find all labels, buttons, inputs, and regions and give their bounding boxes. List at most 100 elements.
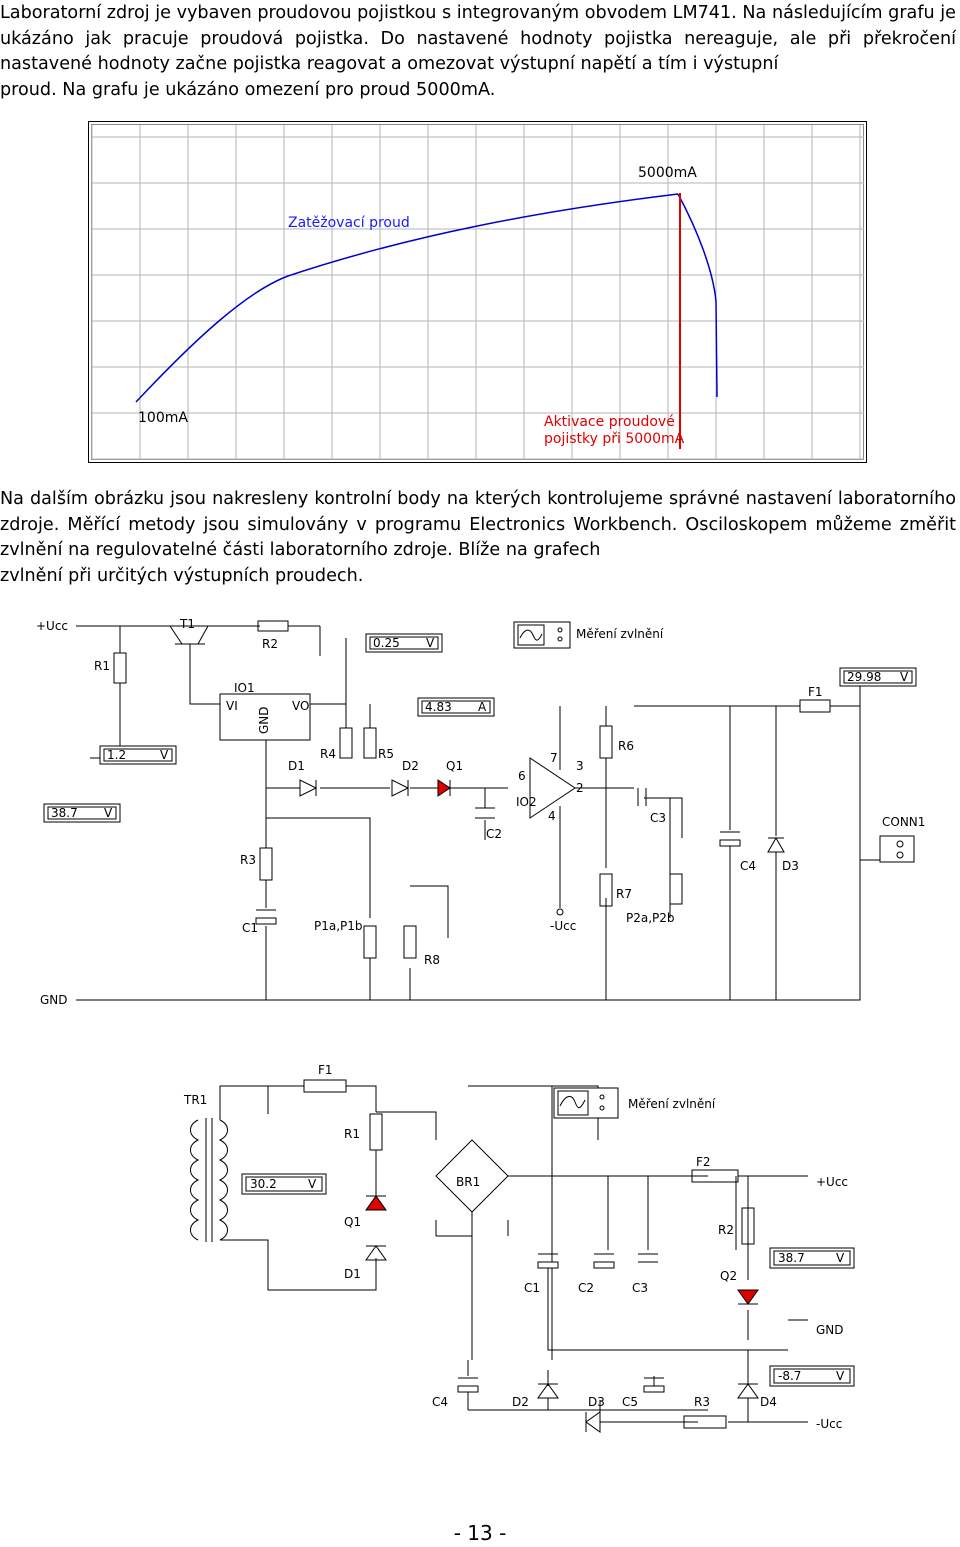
- diode-d3: [767, 836, 785, 853]
- fuse-f1: [303, 1079, 347, 1093]
- svg-text:-8.7: -8.7: [778, 1369, 801, 1383]
- resistor-r3: [683, 1415, 727, 1429]
- tr1-label: TR1: [183, 1093, 207, 1107]
- io2-pin3: 3: [576, 759, 584, 773]
- oscilloscope-2: [553, 1087, 619, 1119]
- transformer-tr1: [190, 1118, 228, 1242]
- voltmeter-2: 29.98 V: [839, 667, 917, 687]
- capacitor-c5: [643, 1377, 665, 1393]
- capacitor-c1: [255, 909, 277, 925]
- resistor-r1: [113, 652, 127, 684]
- io1-vi-label: VI: [226, 699, 238, 713]
- r5-label: R5: [378, 747, 394, 761]
- capacitor-c4: [457, 1377, 479, 1393]
- resistor-r1: [369, 1113, 383, 1151]
- c3-label: C3: [632, 1281, 648, 1295]
- activation-label-line2: pojistky při 5000mA: [544, 431, 685, 447]
- c5-label: C5: [622, 1395, 638, 1409]
- r2-label: R2: [718, 1223, 734, 1237]
- led-q1: [365, 1195, 387, 1211]
- capacitor-c4: [719, 831, 741, 847]
- conn1-label: CONN1: [882, 815, 925, 829]
- fuse-f2: [691, 1169, 739, 1183]
- graph-grid: [91, 125, 864, 460]
- rail-neg-label-2: -Ucc: [816, 1417, 842, 1431]
- load-current-curve: [135, 193, 679, 403]
- potentiometer-p1: [363, 925, 377, 959]
- wire: [76, 625, 321, 759]
- r1-label: R1: [94, 659, 110, 673]
- graph-inner-frame: [91, 124, 864, 460]
- current-limit-graph: Zatěžovací proud 100mA 5000mA Aktivace p…: [88, 121, 867, 463]
- led-q2: [737, 1289, 759, 1305]
- svg-text:1.2: 1.2: [107, 748, 126, 762]
- t1-label: T1: [179, 617, 195, 631]
- d1-label: D1: [344, 1267, 361, 1281]
- svg-text:0.25: 0.25: [373, 636, 400, 650]
- r2-label: R2: [262, 637, 278, 651]
- io2-label: IO2: [516, 795, 537, 809]
- r8-label: R8: [424, 953, 440, 967]
- ground-rail: [76, 668, 861, 1001]
- d3-label: D3: [782, 859, 799, 873]
- start-label: 100mA: [138, 410, 188, 426]
- svg-text:V: V: [104, 806, 113, 820]
- diode-d4: [737, 1383, 759, 1399]
- connector-conn1: [879, 835, 915, 863]
- d2-label: D2: [402, 759, 419, 773]
- ripple-measure-label-2: Měření zvlnění: [628, 1097, 716, 1111]
- capacitor-c2: [475, 807, 495, 819]
- r6-label: R6: [618, 739, 634, 753]
- page-number: - 13 -: [453, 1521, 507, 1545]
- d2-label: D2: [512, 1395, 529, 1409]
- d1-label: D1: [288, 759, 305, 773]
- svg-text:V: V: [308, 1177, 317, 1191]
- resistor-r2: [257, 620, 289, 632]
- svg-text:V: V: [836, 1251, 845, 1265]
- c2-label: C2: [578, 1281, 594, 1295]
- led-q1: [437, 779, 451, 797]
- intro-paragraph: Laboratorní zdroj je vybaven proudovou p…: [0, 3, 956, 100]
- potentiometer-p2: [669, 873, 683, 905]
- io2-pin7: 7: [550, 751, 558, 765]
- oscilloscope-1: [513, 621, 571, 649]
- rail-neg-label-1: -Ucc: [550, 919, 576, 933]
- resistor-r8: [403, 925, 417, 959]
- q1-label: Q1: [344, 1215, 361, 1229]
- wire: [265, 788, 449, 1000]
- limit-drop-curve: [677, 193, 718, 398]
- r7-label: R7: [616, 887, 632, 901]
- svg-text:29.98: 29.98: [847, 670, 881, 684]
- svg-text:V: V: [426, 636, 435, 650]
- resistor-r3: [259, 847, 273, 881]
- svg-text:V: V: [900, 670, 909, 684]
- diode-d2: [391, 779, 410, 797]
- capacitor-c1: [537, 1253, 559, 1269]
- svg-text:A: A: [478, 700, 487, 714]
- svg-text:4.83: 4.83: [425, 700, 452, 714]
- r3-label: R3: [240, 853, 256, 867]
- activation-label-line1: Aktivace proudové: [544, 414, 675, 430]
- wire: [559, 706, 683, 1000]
- ripple-measure-label-1: Měření zvlnění: [576, 627, 664, 641]
- svg-text:30.2: 30.2: [250, 1177, 277, 1191]
- diode-d1: [299, 779, 318, 797]
- wire: [189, 638, 508, 840]
- regulator-io1: [219, 693, 311, 741]
- q1-label: Q1: [446, 759, 463, 773]
- transistor-t1: [169, 625, 209, 658]
- voltmeter-1: 0.25 V: [365, 633, 443, 653]
- io1-gnd-label: GND: [257, 706, 271, 734]
- diode-d3: [585, 1411, 601, 1433]
- io1-vo-label: VO: [292, 699, 309, 713]
- diode-d1: [365, 1245, 387, 1261]
- p2-label: P2a,P2b: [626, 911, 675, 925]
- f1-label: F1: [318, 1063, 333, 1077]
- voltmeter-1: 30.2 V: [241, 1173, 327, 1195]
- diode-d2: [537, 1383, 559, 1399]
- c4-label: C4: [432, 1395, 448, 1409]
